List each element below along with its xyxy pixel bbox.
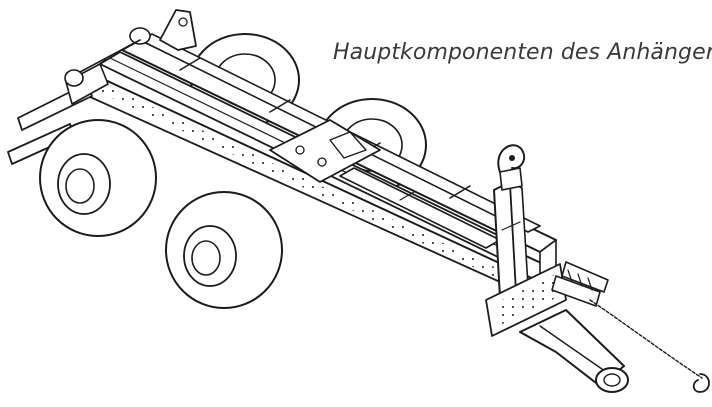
- figure-caption: Hauptkomponenten des Anhängers: [333, 40, 712, 65]
- front-frame: [485, 261, 609, 337]
- wheel-front-right: [165, 191, 283, 309]
- rear-bracket: [64, 9, 197, 87]
- drawbar: [519, 299, 710, 393]
- wheel-front-left: [39, 119, 157, 237]
- centre-mechanism: [269, 119, 501, 249]
- hook-arm: [493, 144, 529, 299]
